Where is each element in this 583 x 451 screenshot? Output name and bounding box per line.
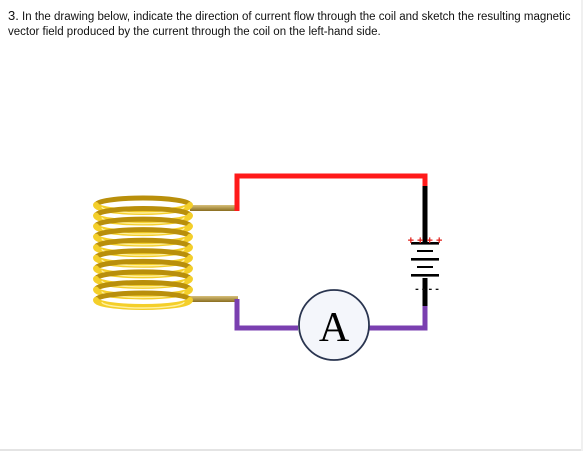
coil-top-lead (190, 205, 238, 211)
red-wire (234, 173, 428, 211)
battery-plus-signs: + + + + (408, 235, 443, 247)
ammeter-label: A (319, 305, 350, 351)
coil-turn-highlight (101, 301, 185, 309)
coil-turn-front (93, 286, 193, 300)
ammeter: A (298, 289, 370, 361)
frame-bottom-edge (0, 449, 583, 451)
question-body: In the drawing below, indicate the direc… (8, 11, 571, 38)
coil-turn-front (93, 297, 193, 310)
coil-turn-front (93, 212, 193, 226)
coil-turn-front (93, 265, 193, 279)
question-text: 3. In the drawing below, indicate the di… (8, 8, 573, 40)
coil-turn-front (93, 202, 193, 215)
purple-wire-left (234, 299, 298, 331)
coil-turn-front (93, 254, 193, 268)
frame-right-edge (581, 0, 583, 451)
question-number: 3. (8, 8, 19, 23)
purple-wire-right (369, 305, 428, 331)
coil-turn-front (93, 223, 193, 237)
coil (93, 195, 193, 310)
coil-bottom-lead (190, 296, 238, 302)
coil-turn-front (93, 244, 193, 258)
coil-turn-front (93, 233, 193, 247)
battery-minus-signs: - - - - (415, 283, 439, 295)
coil-turn-front (93, 275, 193, 289)
battery (411, 186, 439, 306)
